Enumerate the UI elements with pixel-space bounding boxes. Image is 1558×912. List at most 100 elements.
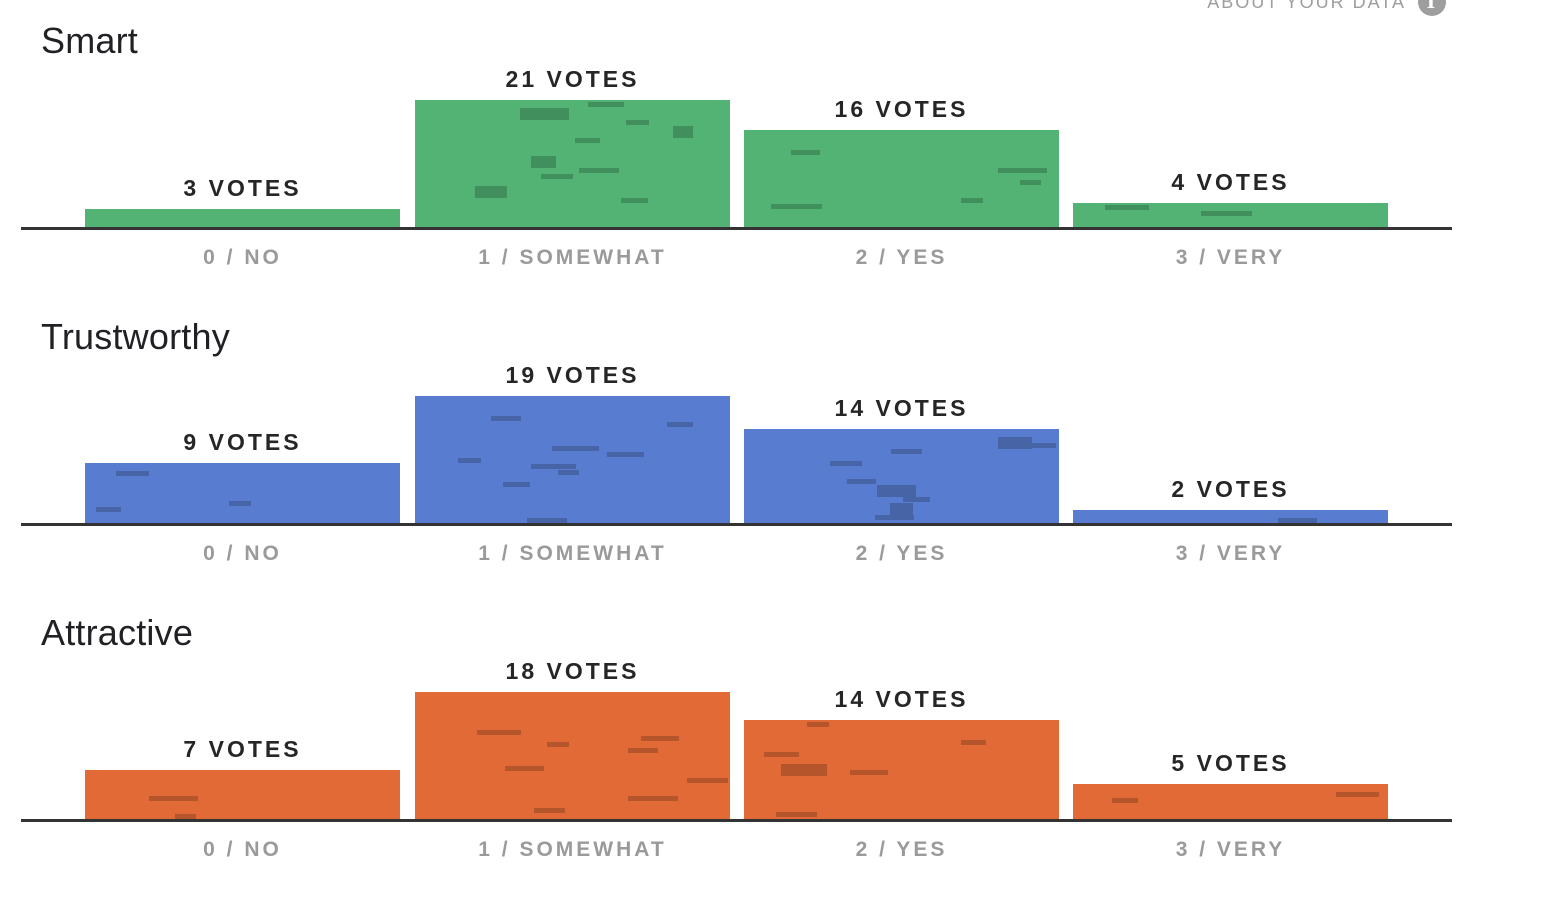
vote-count-label: 7 VOTES <box>183 736 301 762</box>
bar-texture <box>575 138 600 143</box>
bar-texture <box>1278 518 1317 523</box>
bar-texture <box>890 503 913 515</box>
bar-group <box>85 463 400 523</box>
bar-texture <box>541 174 573 179</box>
bar[interactable] <box>744 130 1059 227</box>
category-label: 0 / NO <box>203 542 282 565</box>
vote-count-label: 18 VOTES <box>506 658 640 684</box>
bar-texture <box>175 814 196 819</box>
bar-texture <box>891 449 922 454</box>
chart-title: Attractive <box>41 612 194 653</box>
bar-texture <box>229 501 251 506</box>
bar-texture <box>998 168 1047 173</box>
bar-texture <box>116 471 149 476</box>
bar-texture <box>764 752 799 757</box>
bar-group <box>415 692 730 819</box>
bar-texture <box>1105 205 1149 210</box>
vote-count-label: 14 VOTES <box>835 686 969 712</box>
bar-texture <box>547 742 569 747</box>
bar-texture <box>1201 211 1252 216</box>
bar-texture <box>628 748 658 753</box>
bar-texture <box>1112 798 1138 803</box>
chart-attractive-svg: 7 VOTES 0 / NO 18 VOTES 1 / SOMEWHAT 14 VOTE… <box>21 658 1452 861</box>
bar-texture <box>673 126 693 138</box>
bar-texture <box>776 812 817 817</box>
bar-group <box>744 130 1059 227</box>
bar-texture <box>998 437 1032 449</box>
bar-texture <box>830 461 862 466</box>
bar[interactable] <box>85 770 400 819</box>
bar[interactable] <box>85 209 400 227</box>
bar-group <box>415 396 730 523</box>
bar-texture <box>626 120 649 125</box>
bar-texture <box>791 150 820 155</box>
bar-group <box>1073 203 1388 227</box>
bar-texture <box>505 766 544 771</box>
category-label: 1 / SOMEWHAT <box>478 838 666 861</box>
bar-group <box>744 429 1059 523</box>
category-label: 1 / SOMEWHAT <box>478 246 666 269</box>
vote-count-label: 4 VOTES <box>1171 169 1289 195</box>
bar-texture <box>588 102 624 107</box>
bar-texture <box>503 482 530 487</box>
bar-texture <box>875 515 914 520</box>
bar-texture <box>531 156 556 168</box>
vote-count-label: 16 VOTES <box>835 96 969 122</box>
bar[interactable] <box>1073 510 1388 523</box>
vote-count-label: 5 VOTES <box>1171 750 1289 776</box>
bar-texture <box>641 736 679 741</box>
chart-title: Trustworthy <box>41 316 230 357</box>
bar-texture <box>527 518 567 523</box>
about-your-data-link[interactable]: ABOUT YOUR DATA i <box>1207 0 1446 16</box>
bar-texture <box>552 446 599 451</box>
bar-group <box>85 209 400 227</box>
category-label: 2 / YES <box>856 246 948 269</box>
bar-texture <box>558 470 579 475</box>
chart-title: Smart <box>41 20 139 61</box>
bar-group <box>1073 510 1388 523</box>
vote-count-label: 21 VOTES <box>506 66 640 92</box>
bar-group <box>744 720 1059 819</box>
bar-texture <box>149 796 198 801</box>
vote-count-label: 14 VOTES <box>835 395 969 421</box>
bar-texture <box>96 507 121 512</box>
bar-group <box>1073 784 1388 819</box>
bar-texture <box>607 452 644 457</box>
bar-texture <box>1020 180 1041 185</box>
bar-texture <box>531 464 576 469</box>
category-label: 0 / NO <box>203 838 282 861</box>
bar-group <box>415 100 730 227</box>
about-your-data-label: ABOUT YOUR DATA <box>1207 0 1406 12</box>
bar-texture <box>628 796 678 801</box>
bar-texture <box>847 479 876 484</box>
category-label: 0 / NO <box>203 246 282 269</box>
bar-texture <box>687 778 728 783</box>
bar[interactable] <box>415 100 730 227</box>
vote-count-label: 19 VOTES <box>506 362 640 388</box>
bar-texture <box>1336 792 1379 797</box>
bar-texture <box>771 204 822 209</box>
bar-texture <box>475 186 507 198</box>
bar-texture <box>520 108 569 120</box>
bar-texture <box>621 198 648 203</box>
vote-count-label: 2 VOTES <box>1171 476 1289 502</box>
bar-texture <box>458 458 481 463</box>
info-icon[interactable]: i <box>1418 0 1446 16</box>
bar-texture <box>961 198 983 203</box>
bar-texture <box>961 740 986 745</box>
vote-count-label: 9 VOTES <box>183 429 301 455</box>
bar-texture <box>534 808 565 813</box>
category-label: 3 / VERY <box>1176 838 1286 861</box>
bar-group <box>85 770 400 819</box>
chart-attractive: Attractive 7 VOTES 0 / NO 18 VOTES 1 / SOME… <box>0 592 1558 888</box>
category-label: 3 / VERY <box>1176 542 1286 565</box>
bar-texture <box>1027 443 1056 448</box>
bar[interactable] <box>415 692 730 819</box>
bar-texture <box>877 485 916 497</box>
bar-texture <box>807 722 829 727</box>
vote-count-label: 3 VOTES <box>183 175 301 201</box>
category-label: 3 / VERY <box>1176 246 1286 269</box>
bar-texture <box>850 770 888 775</box>
